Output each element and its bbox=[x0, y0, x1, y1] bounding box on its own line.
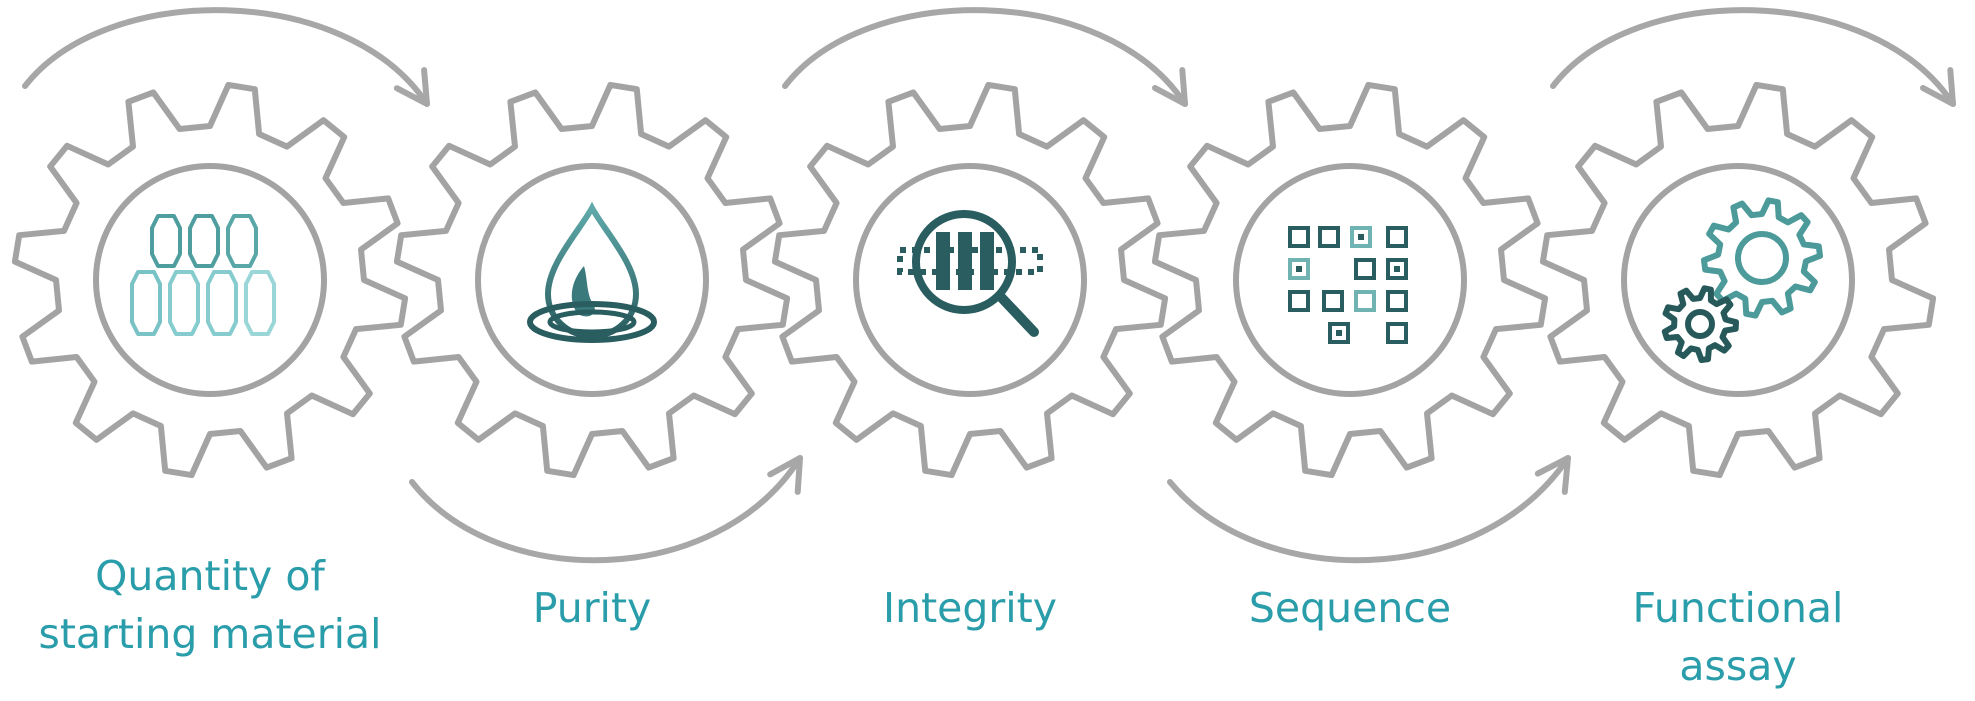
flow-arrow-4-to-5 bbox=[1167, 455, 1571, 564]
arrowhead-icon bbox=[767, 455, 803, 495]
step-label-line: Sequence bbox=[1249, 584, 1451, 632]
cog-outline bbox=[1661, 285, 1739, 363]
step-label-line: starting material bbox=[38, 610, 381, 658]
step-label-line: Integrity bbox=[883, 584, 1057, 632]
cog-hub bbox=[1735, 231, 1789, 285]
gear-inner-ring bbox=[1233, 163, 1467, 397]
flow-arrow-2-to-3 bbox=[409, 455, 803, 564]
arrowhead-icon bbox=[1534, 455, 1571, 495]
step-label-5: Functional assay bbox=[1633, 584, 1844, 690]
arrowhead-icon bbox=[1920, 67, 1956, 107]
flow-arrow-1-to-2 bbox=[22, 7, 430, 107]
step-label-line: Purity bbox=[533, 584, 652, 632]
arrow-curve bbox=[409, 455, 803, 564]
cog-hub bbox=[1685, 309, 1715, 339]
water-drop-icon bbox=[527, 201, 657, 343]
step-label-4: Sequence bbox=[1249, 584, 1451, 632]
step-label-3: Integrity bbox=[883, 584, 1057, 632]
gear-step-5 bbox=[1539, 81, 1937, 479]
cell-cluster-icon bbox=[130, 214, 276, 336]
gear-inner-ring bbox=[1621, 163, 1855, 397]
magnifier-inspection-icon bbox=[897, 210, 1043, 337]
step-label-line: assay bbox=[1679, 642, 1796, 690]
sequence-grid-icon bbox=[1288, 226, 1408, 344]
gear-inner-ring bbox=[475, 163, 709, 397]
gear-step-2 bbox=[393, 81, 791, 479]
flow-arrow-5-out bbox=[1550, 7, 1956, 107]
flow-arrow-3-to-4 bbox=[782, 7, 1188, 107]
arrow-curve bbox=[22, 7, 430, 107]
arrowhead-icon bbox=[1152, 67, 1188, 107]
arrowhead-icon bbox=[393, 67, 430, 107]
step-label-2: Purity bbox=[533, 584, 652, 632]
step-label-line: Quantity of bbox=[95, 552, 326, 600]
step-label-line: Functional bbox=[1633, 584, 1844, 632]
arrow-curve bbox=[1167, 455, 1571, 564]
arrow-curve bbox=[782, 7, 1188, 107]
gear-step-4 bbox=[1151, 81, 1549, 479]
step-label-1: Quantity of starting material bbox=[38, 552, 381, 658]
cog-outline bbox=[1701, 197, 1823, 319]
gears-icon bbox=[1661, 197, 1823, 363]
arrow-curve bbox=[1550, 7, 1956, 107]
gear-row bbox=[11, 81, 1937, 479]
